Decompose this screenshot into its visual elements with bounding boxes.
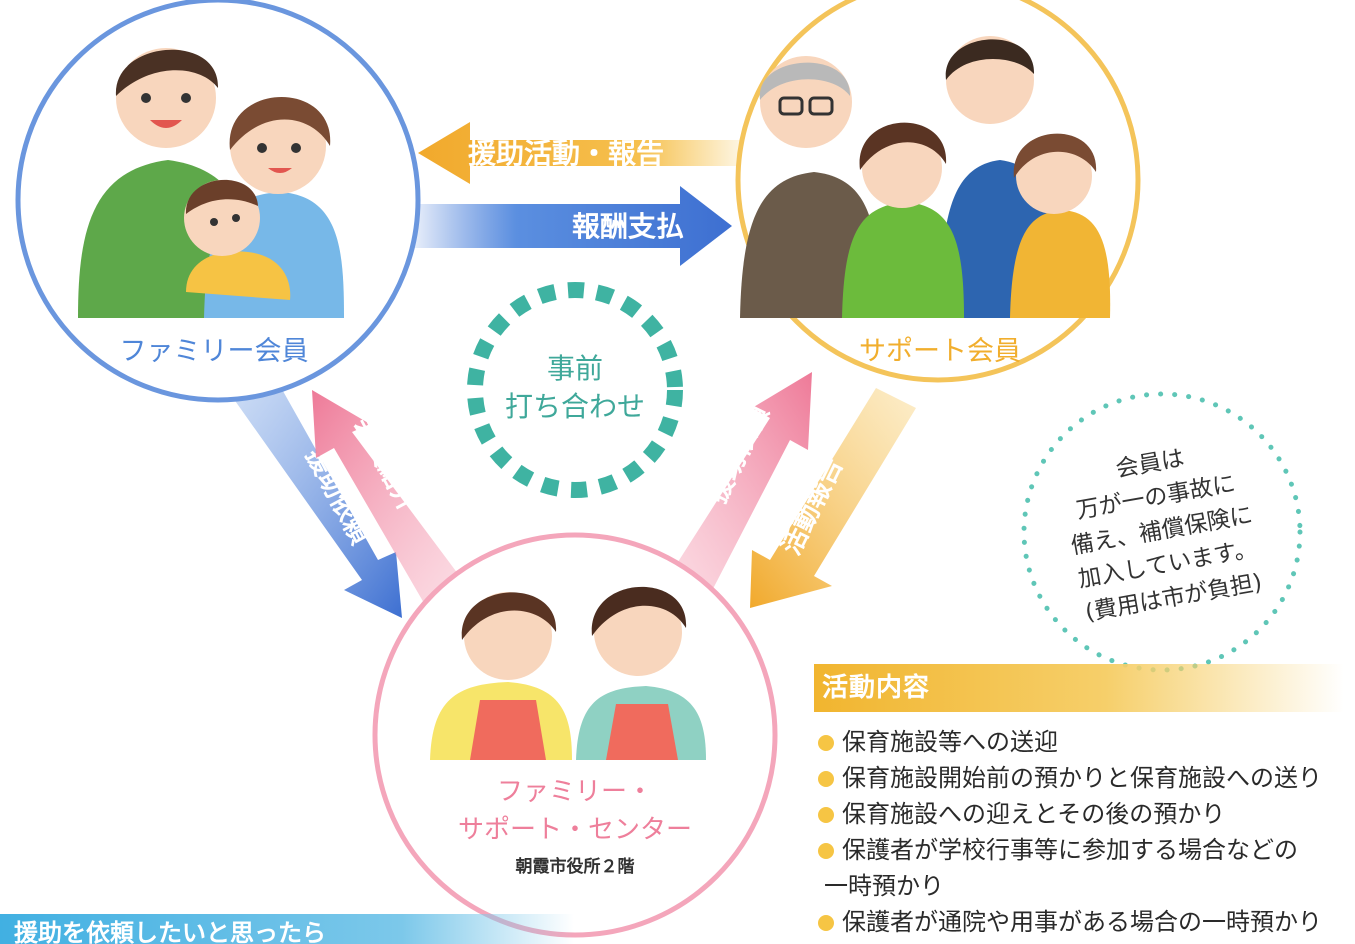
activity-item: 保育施設等への送迎: [814, 724, 1344, 760]
activity-item: 保護者が学校行事等に参加する場合などの: [814, 832, 1344, 868]
activity-item: 保育施設への迎えとその後の預かり: [814, 796, 1344, 832]
flow-label-aid-report: 援助活動・報告: [468, 137, 664, 170]
insurance-note: 会員は 万が一の事故に 備え、補償保険に 加入しています。 (費用は市が負担): [1021, 391, 1303, 673]
flow-label-payment: 報酬支払: [572, 210, 684, 243]
activities-panel: 活動内容 保育施設等への送迎 保育施設開始前の預かりと保育施設への送り 保育施設…: [814, 664, 1344, 940]
arrow-family-to-support: 報酬支払: [400, 186, 732, 266]
pre-meeting-badge: 事前 打ち合わせ: [467, 282, 683, 498]
center-location-label: 朝霞市役所２階: [516, 856, 635, 877]
family-member-label: ファミリー会員: [120, 336, 309, 367]
support-member-label: サポート会員: [859, 336, 1021, 367]
center-node: ファミリー・ サポート・センター 朝霞市役所２階: [372, 532, 778, 938]
pre-meeting-line1: 事前: [547, 352, 603, 385]
center-label-line1: ファミリー・: [497, 777, 653, 807]
activities-list: 保育施設等への送迎 保育施設開始前の預かりと保育施設への送り 保育施設への迎えと…: [814, 724, 1344, 940]
pre-meeting-line2: 打ち合わせ: [505, 390, 645, 423]
center-label-line2: サポート・センター: [458, 815, 692, 845]
family-illustration: [78, 48, 344, 318]
activity-item: 保育施設開始前の預かりと保育施設への送り: [814, 760, 1344, 796]
support-illustration: [740, 36, 1111, 318]
activity-item: 保護者が通院や用事がある場合の一時預かり: [814, 904, 1344, 940]
bottom-banner: 援助を依頼したいと思ったら: [0, 914, 574, 944]
arrow-support-to-family: 援助活動・報告: [418, 122, 760, 184]
activities-title: 活動内容: [814, 664, 1344, 712]
support-member-node: サポート会員: [735, 0, 1141, 383]
activity-item-continuation: 一時預かり: [824, 872, 944, 900]
center-staff-illustration: [430, 586, 706, 760]
family-member-node: ファミリー会員: [15, 0, 421, 403]
